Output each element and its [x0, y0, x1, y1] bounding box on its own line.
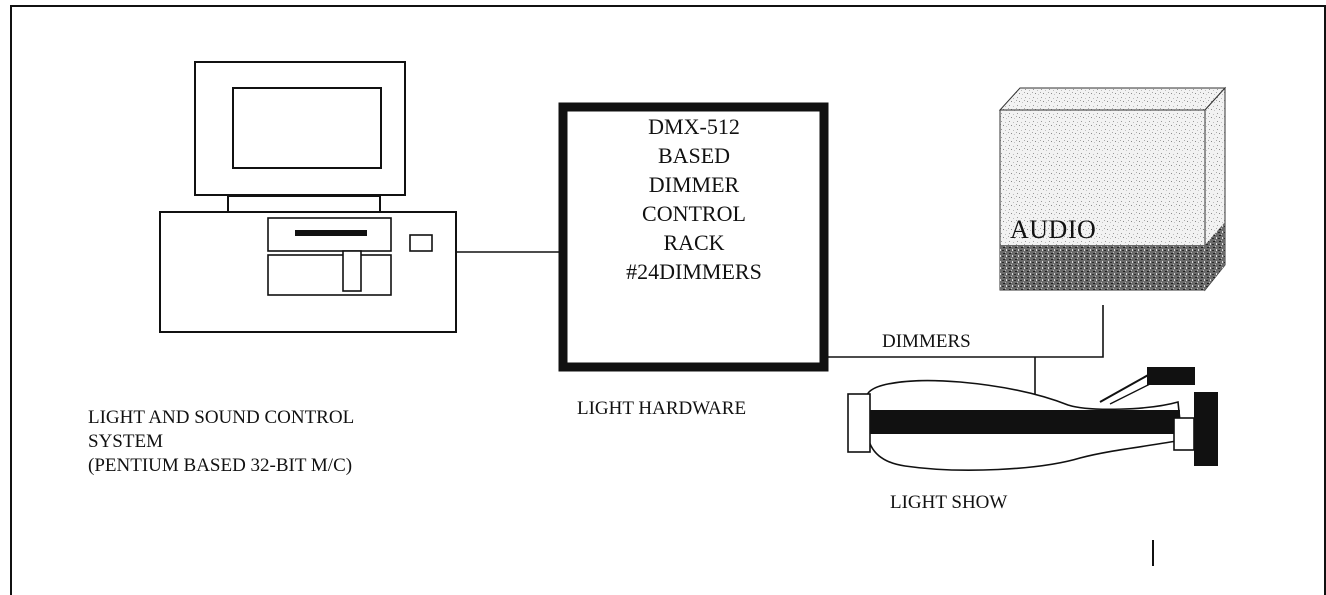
bay-latch: [343, 251, 361, 291]
monitor-screen: [233, 88, 381, 168]
drive-slot: [295, 230, 367, 236]
audio-label: AUDIO: [1010, 215, 1096, 245]
dimmers-label: DIMMERS: [882, 330, 971, 354]
monitor-stand: [228, 196, 380, 212]
system-label-line3: (PENTIUM BASED 32-BIT M/C): [88, 454, 352, 478]
audio-box: [1000, 88, 1225, 290]
system-label-line2: SYSTEM: [88, 430, 163, 454]
rack-line-4: CONTROL: [568, 199, 820, 228]
computer-icon: [160, 62, 456, 332]
lower-bay: [268, 255, 391, 295]
rack-line-2: BASED: [568, 141, 820, 170]
system-label-line1: LIGHT AND SOUND CONTROL: [88, 406, 354, 430]
power-button: [410, 235, 432, 251]
rack-line-5: RACK: [568, 228, 820, 257]
rack-line-6: #24DIMMERS: [568, 257, 820, 286]
rack-line-1: DMX-512: [568, 112, 820, 141]
light-hardware-label: LIGHT HARDWARE: [577, 397, 746, 421]
light-show-label: LIGHT SHOW: [890, 491, 1007, 515]
rack-line-3: DIMMER: [568, 170, 820, 199]
rack-label: DMX-512 BASED DIMMER CONTROL RACK #24DIM…: [568, 112, 820, 286]
lamp-icon: [848, 367, 1218, 470]
